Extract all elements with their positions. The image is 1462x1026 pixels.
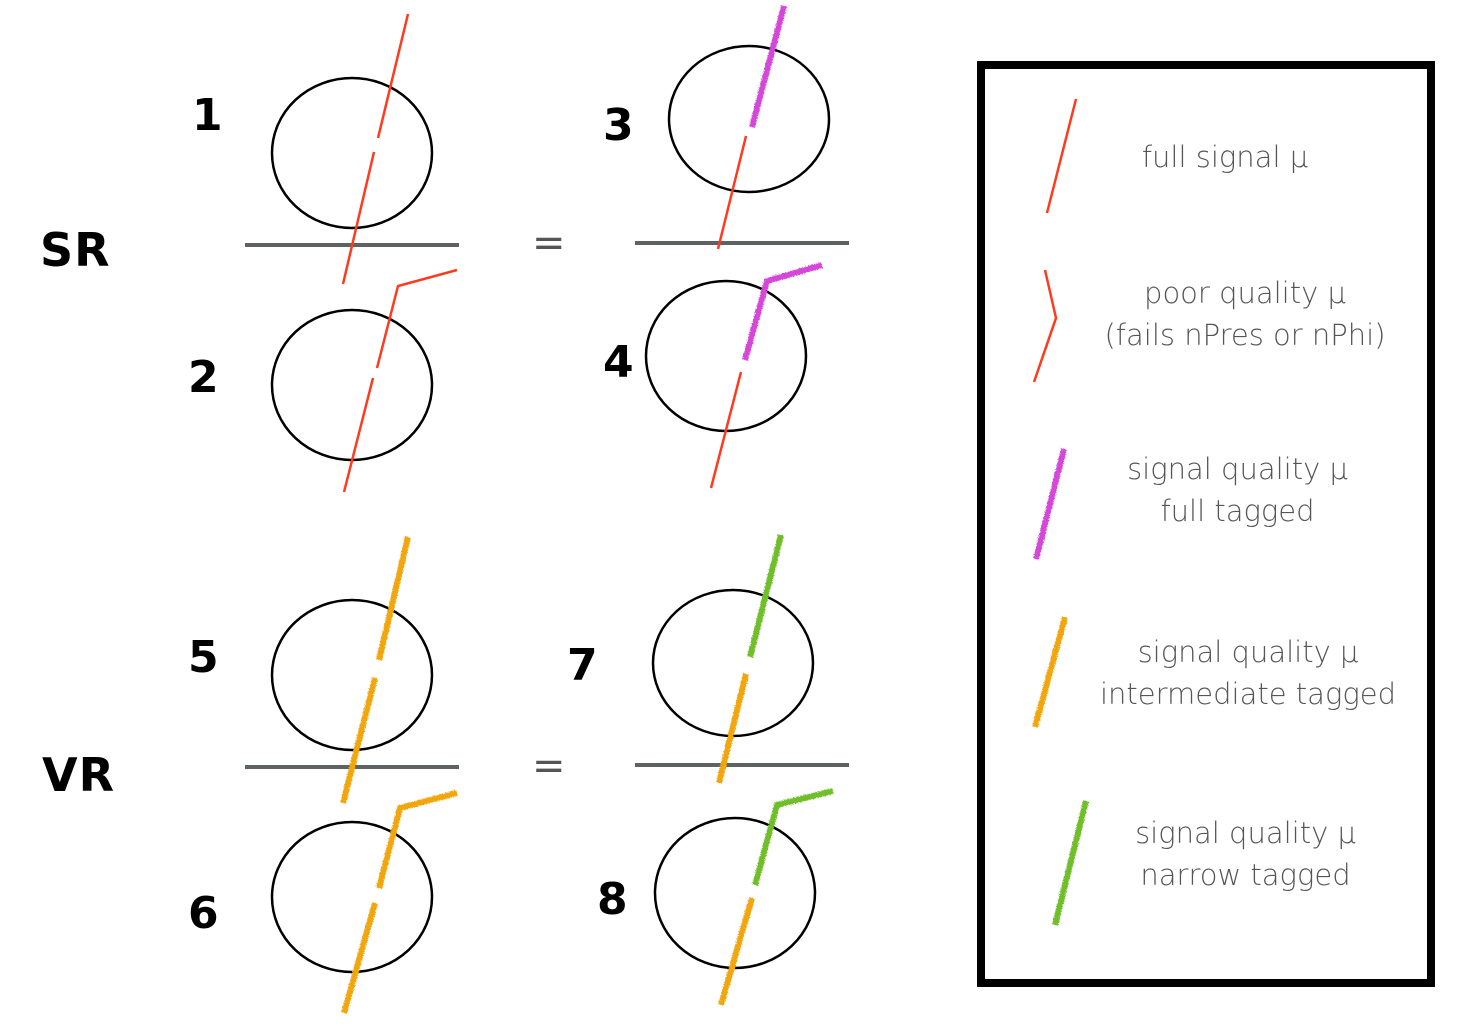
legend-label-poor-quality: poor quality μ (fails nPres or nPhi) [1090,272,1400,356]
legend-swatch-poor-quality [1032,269,1058,383]
legend-swatch-intermediate-tagged [1032,616,1068,728]
panel-number-6: 6 [188,888,219,939]
panel-number-5: 5 [188,632,219,683]
detector-circle-1 [270,76,434,230]
track-5 [340,536,411,804]
legend-line: poor quality μ [1144,276,1346,310]
panel-number-1: 1 [192,90,223,141]
detector-circle-3 [667,44,831,194]
legend-box [977,61,1435,987]
track-1 [341,13,410,285]
panel-number-2: 2 [188,352,219,403]
panel-number-3: 3 [603,100,634,151]
equals-sign-vr: = [532,743,566,789]
legend-swatch-narrow-tagged [1052,800,1089,926]
legend-swatch-full-tagged [1033,448,1067,560]
detector-circle-5 [270,598,434,752]
legend-line: intermediate tagged [1099,677,1397,711]
track-3 [716,5,787,250]
legend-swatch-full-signal [1045,98,1078,214]
legend-line: narrow tagged [1140,858,1351,892]
detector-circle-2 [270,308,434,462]
track-4 [709,262,823,489]
row-label-vr: VR [42,748,116,802]
legend-line: signal quality μ [1135,816,1356,850]
legend-line: signal quality μ [1137,635,1359,669]
legend-line: signal quality μ [1127,452,1348,486]
panel-number-4: 4 [603,337,634,388]
track-7 [716,534,784,784]
panel-number-7: 7 [567,640,598,691]
equals-sign-sr: = [532,220,566,266]
detector-circle-4 [644,279,808,433]
track-2 [342,268,458,493]
legend-line: full signal μ [1141,140,1309,174]
legend-label-full-tagged: signal quality μ full tagged [1100,448,1375,532]
detector-circle-8 [653,816,817,970]
legend-line: (fails nPres or nPhi) [1104,318,1386,352]
legend-line: full tagged [1160,494,1315,528]
legend-label-narrow-tagged: signal quality μ narrow tagged [1108,812,1383,896]
row-label-sr: SR [40,223,111,277]
track-6 [341,790,458,1014]
legend-label-full-signal: full signal μ [1100,136,1350,178]
track-8 [718,788,834,1006]
panel-number-8: 8 [597,874,628,925]
detector-circle-6 [270,820,434,974]
legend-label-intermediate-tagged: signal quality μ intermediate tagged [1093,631,1403,715]
